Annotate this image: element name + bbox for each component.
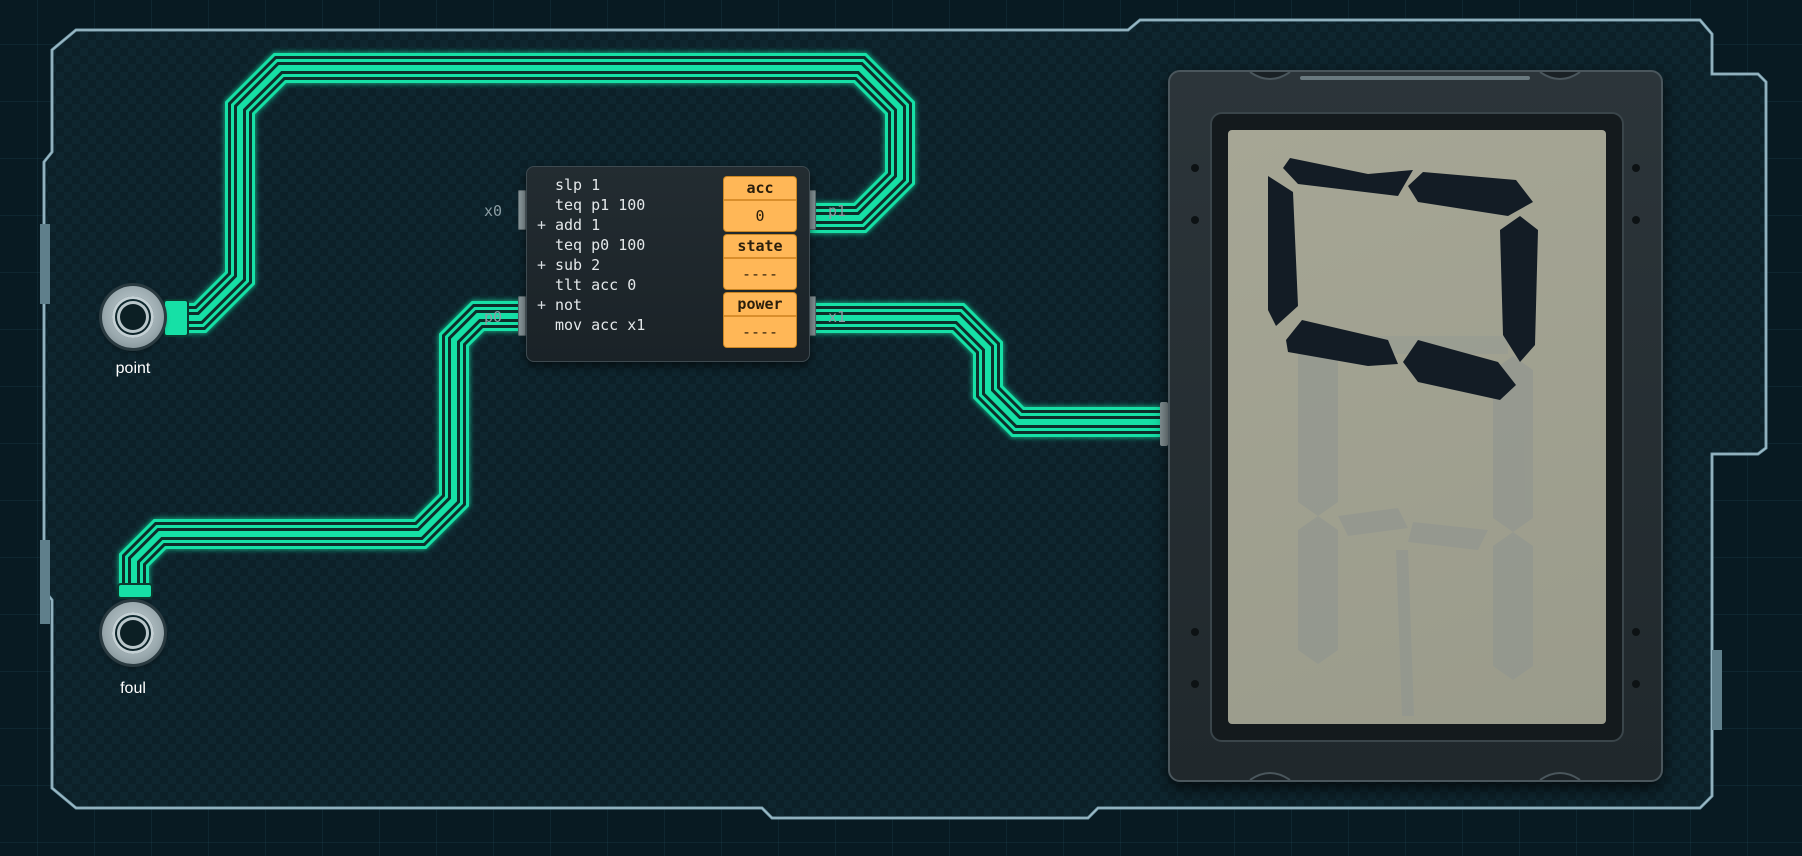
code-line-text: tlt acc 0 (555, 276, 637, 294)
digit-zero (1268, 158, 1538, 400)
code-line[interactable]: mov acc x1 (537, 315, 645, 335)
point-label: point (115, 360, 151, 377)
lcd-segments (1268, 158, 1538, 716)
port-x0[interactable] (518, 190, 526, 230)
code-line[interactable]: teq p1 100 (537, 195, 645, 215)
code-line-text: sub 2 (555, 256, 601, 274)
port-x1[interactable] (808, 296, 816, 336)
segment-lower-right (1403, 340, 1516, 400)
code-line-mark: + (537, 216, 547, 234)
code-line[interactable]: teq p0 100 (537, 235, 645, 255)
register-power: power ---- (724, 293, 796, 347)
lcd-panel (1228, 130, 1606, 724)
segment-top-right (1408, 172, 1533, 216)
wire-point-to-p1 (176, 53, 915, 333)
foul-button-core (120, 620, 146, 646)
code-line[interactable]: slp 1 (537, 175, 645, 195)
code-line[interactable]: + sub 2 (537, 255, 645, 275)
foul-button[interactable] (102, 602, 164, 664)
register-state-value: ---- (741, 265, 779, 283)
segment-upper-left (1268, 176, 1298, 326)
code-line-mark: + (537, 296, 547, 314)
code-line-text: mov acc x1 (555, 316, 646, 334)
foul-connector (117, 583, 153, 599)
code-line-text: slp 1 (555, 176, 601, 194)
register-power-name: power (724, 293, 796, 317)
display-port (1160, 402, 1168, 446)
port-p1[interactable] (808, 190, 816, 230)
microcontroller[interactable]: slp 1 teq p1 100 + add 1 teq p0 100 + sub … (526, 166, 810, 362)
code-line-mark: + (537, 256, 547, 274)
register-acc-value: 0 (755, 207, 765, 225)
code-line[interactable]: + add 1 (537, 215, 645, 235)
register-power-value: ---- (741, 323, 779, 341)
code-line-text: not (555, 296, 583, 314)
wire-x1-to-display (808, 303, 1162, 437)
display-bezel (1210, 112, 1624, 742)
port-label-x1: x1 (828, 308, 847, 326)
segment-lower-left (1286, 320, 1398, 366)
register-acc: acc 0 (724, 177, 796, 231)
foul-label: foul (120, 680, 146, 697)
port-label-p0: p0 (484, 308, 503, 326)
code-line-text: add 1 (555, 216, 601, 234)
code-line-text: teq p1 100 (555, 196, 646, 214)
segment-upper-right (1500, 216, 1538, 362)
code-line[interactable]: + not (537, 295, 645, 315)
ghost-segments (1298, 336, 1533, 716)
code-line-text: teq p0 100 (555, 236, 646, 254)
port-p0[interactable] (518, 296, 526, 336)
code-listing[interactable]: slp 1 teq p1 100 + add 1 teq p0 100 + sub … (537, 175, 645, 335)
segment-top-left (1283, 158, 1413, 196)
seven-segment-display (1168, 70, 1663, 782)
point-connector (163, 299, 189, 337)
register-acc-name: acc (724, 177, 796, 201)
wire-foul-to-p0 (119, 301, 524, 590)
register-state: state ---- (724, 235, 796, 289)
point-button[interactable] (102, 286, 164, 348)
point-button-core (120, 304, 146, 330)
display-frame-details (1191, 72, 1640, 780)
port-label-x0: x0 (484, 202, 503, 220)
code-line[interactable]: tlt acc 0 (537, 275, 645, 295)
port-label-p1: p1 (828, 202, 847, 220)
board-ridges (40, 224, 1722, 730)
register-state-name: state (724, 235, 796, 259)
